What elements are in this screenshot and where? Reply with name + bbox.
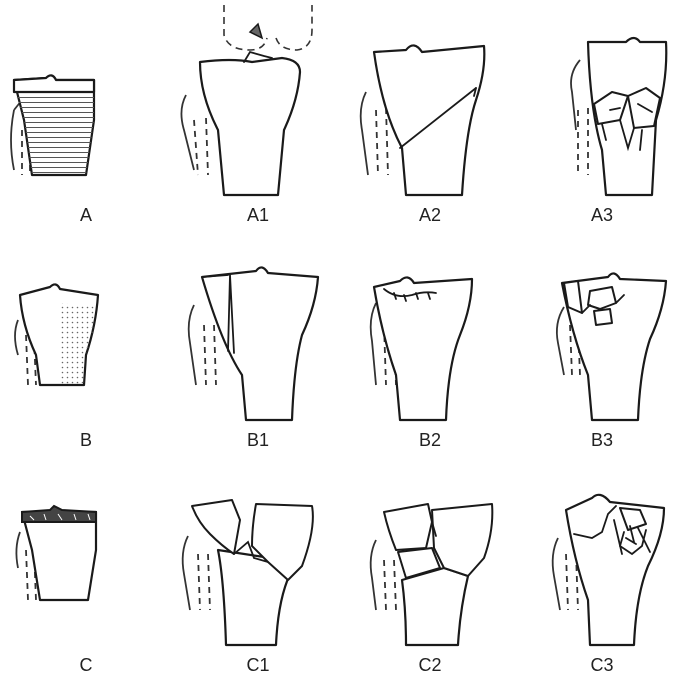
- label-c3: C3: [516, 655, 688, 675]
- label-c2: C2: [344, 655, 516, 675]
- bone-drawing-b3: [516, 225, 688, 420]
- cell-b3: B3: [516, 225, 688, 450]
- label-c1: C1: [172, 655, 344, 675]
- bone-drawing-a2: [344, 0, 516, 195]
- bone-drawing-a1: [172, 0, 344, 195]
- bone-drawing-b: [0, 225, 172, 420]
- bone-drawing-c3: [516, 450, 688, 645]
- label-b: B: [0, 430, 172, 450]
- bone-drawing-b1: [172, 225, 344, 420]
- label-b3: B3: [516, 430, 688, 450]
- label-a2: A2: [344, 205, 516, 225]
- label-a: A: [0, 205, 172, 225]
- cell-b: B: [0, 225, 172, 450]
- cell-c3: C3: [516, 450, 688, 675]
- bone-drawing-a3: [516, 0, 688, 195]
- cell-b1: B1: [172, 225, 344, 450]
- bone-drawing-a: [0, 0, 172, 195]
- bone-drawing-c1: [172, 450, 344, 645]
- label-b2: B2: [344, 430, 516, 450]
- cell-a3: A3: [516, 0, 688, 225]
- cell-b2: B2: [344, 225, 516, 450]
- bone-drawing-c2: [344, 450, 516, 645]
- cell-c2: C2: [344, 450, 516, 675]
- bone-drawing-b2: [344, 225, 516, 420]
- cell-a: A: [0, 0, 172, 225]
- label-a3: A3: [516, 205, 688, 225]
- label-c: C: [0, 655, 172, 675]
- label-b1: B1: [172, 430, 344, 450]
- cell-c: C: [0, 450, 172, 675]
- cell-a2: A2: [344, 0, 516, 225]
- cell-c1: C1: [172, 450, 344, 675]
- label-a1: A1: [172, 205, 344, 225]
- cell-a1: A1: [172, 0, 344, 225]
- bone-drawing-c: [0, 450, 172, 645]
